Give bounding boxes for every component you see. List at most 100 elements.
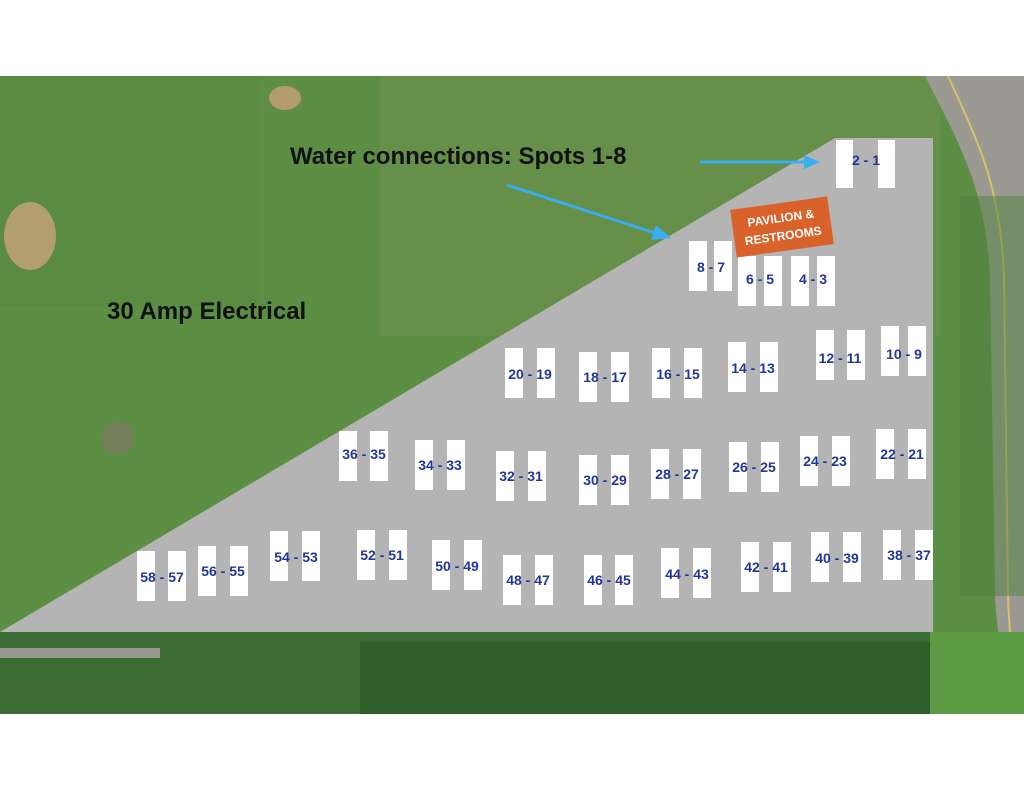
spot-rect[interactable]	[464, 540, 482, 590]
spot-rect[interactable]	[881, 326, 899, 376]
spot-pair-label: 16 - 15	[656, 366, 700, 382]
spot-rect[interactable]	[652, 348, 670, 398]
electrical-label: 30 Amp Electrical	[107, 298, 307, 325]
spot-pair-label: 30 - 29	[583, 472, 627, 488]
spot-rect[interactable]	[535, 555, 553, 605]
spot-rect[interactable]	[714, 241, 732, 291]
spot-rect[interactable]	[528, 451, 546, 501]
spot-rect[interactable]	[760, 342, 778, 392]
spot-pair-label: 52 - 51	[360, 547, 404, 563]
spot-rect[interactable]	[684, 348, 702, 398]
spot-rect[interactable]	[168, 551, 186, 601]
spot-rect[interactable]	[683, 449, 701, 499]
spot-rect[interactable]	[611, 455, 629, 505]
spot-pair-label: 44 - 43	[665, 566, 709, 582]
spot-rect[interactable]	[832, 436, 850, 486]
spot-rect[interactable]	[817, 256, 835, 306]
spot-rect[interactable]	[847, 330, 865, 380]
spot-rect[interactable]	[496, 451, 514, 501]
spot-pair-label: 4 - 3	[798, 271, 828, 287]
spot-pair-label: 18 - 17	[583, 369, 627, 385]
spot-rect[interactable]	[137, 551, 155, 601]
spot-pair-label: 10 - 9	[886, 346, 922, 362]
spot-pair-label: 42 - 41	[744, 559, 788, 575]
spot-rect[interactable]	[836, 140, 853, 188]
spot-rect[interactable]	[693, 548, 711, 598]
arrow-head-icon	[804, 155, 820, 169]
water-connections-label: Water connections: Spots 1-8	[290, 143, 627, 170]
spot-rect[interactable]	[339, 431, 357, 481]
spot-pair-label: 20 - 19	[508, 366, 552, 382]
spot-pair-label: 8 - 7	[696, 259, 726, 275]
arrow-line	[506, 183, 656, 235]
spot-pair-label: 54 - 53	[274, 549, 318, 565]
ground-feature	[102, 422, 134, 454]
spot-rect[interactable]	[816, 330, 834, 380]
dirt-patch	[269, 86, 301, 110]
tree-cluster	[360, 642, 930, 714]
spot-pair-label: 24 - 23	[803, 453, 847, 469]
spot-rect[interactable]	[505, 348, 523, 398]
spot-rect[interactable]	[773, 542, 791, 592]
spot-pair-label: 14 - 13	[731, 360, 775, 376]
spot-rect[interactable]	[915, 530, 933, 580]
spot-rect[interactable]	[302, 531, 320, 581]
spot-rect[interactable]	[370, 431, 388, 481]
spot-pair-label: 26 - 25	[732, 459, 776, 475]
spot-pair-label: 46 - 45	[587, 572, 631, 588]
spot-rect[interactable]	[729, 442, 747, 492]
spot-pair-label: 40 - 39	[815, 550, 859, 566]
spot-rect[interactable]	[615, 555, 633, 605]
spot-rect[interactable]	[764, 256, 782, 306]
spot-rect[interactable]	[447, 440, 465, 490]
spot-rect[interactable]	[761, 442, 779, 492]
spot-rect[interactable]	[537, 348, 555, 398]
spot-rect[interactable]	[661, 548, 679, 598]
spot-rect[interactable]	[584, 555, 602, 605]
spot-rect[interactable]	[811, 532, 829, 582]
spot-rect[interactable]	[800, 436, 818, 486]
spot-pair-label: 22 - 21	[880, 446, 924, 462]
spot-rect[interactable]	[689, 241, 707, 291]
spot-pair-label: 38 - 37	[887, 547, 931, 563]
spot-rect[interactable]	[876, 429, 894, 479]
spot-pair-label: 56 - 55	[201, 563, 245, 579]
arrow-head-icon	[651, 225, 671, 240]
spot-pair-label: 58 - 57	[140, 569, 184, 585]
spot-pair-label: 32 - 31	[499, 468, 543, 484]
spot-rect[interactable]	[883, 530, 901, 580]
spot-pair-label: 6 - 5	[745, 271, 775, 287]
spot-rect[interactable]	[741, 542, 759, 592]
spot-rect[interactable]	[791, 256, 809, 306]
spot-rect[interactable]	[357, 530, 375, 580]
spot-rect[interactable]	[738, 256, 756, 306]
spot-rect[interactable]	[503, 555, 521, 605]
spot-rect[interactable]	[579, 352, 597, 402]
spot-rect[interactable]	[389, 530, 407, 580]
spot-rect[interactable]	[843, 532, 861, 582]
spot-rect[interactable]	[651, 449, 669, 499]
spot-rect[interactable]	[878, 140, 895, 188]
spot-pair-label: 36 - 35	[342, 446, 386, 462]
side-road	[0, 648, 160, 658]
spot-pair-label: 12 - 11	[818, 350, 862, 366]
spot-rect[interactable]	[432, 540, 450, 590]
spot-pair-label: 2 - 1	[851, 152, 881, 168]
spot-rect[interactable]	[415, 440, 433, 490]
spot-rect[interactable]	[579, 455, 597, 505]
spot-rect[interactable]	[611, 352, 629, 402]
roadside-grass	[960, 196, 1024, 596]
spot-rect[interactable]	[198, 546, 216, 596]
dirt-patch	[4, 202, 56, 270]
spot-rect[interactable]	[908, 429, 926, 479]
spot-rect[interactable]	[230, 546, 248, 596]
map-background	[0, 76, 1024, 714]
spot-rect[interactable]	[908, 326, 926, 376]
spot-pair-label: 34 - 33	[418, 457, 462, 473]
grass-corner	[930, 632, 1024, 714]
spot-rect[interactable]	[728, 342, 746, 392]
spot-pair-label: 28 - 27	[655, 466, 699, 482]
field-patch	[0, 76, 260, 306]
aerial-map: Water connections: Spots 1-8 30 Amp Elec…	[0, 76, 1024, 714]
spot-rect[interactable]	[270, 531, 288, 581]
